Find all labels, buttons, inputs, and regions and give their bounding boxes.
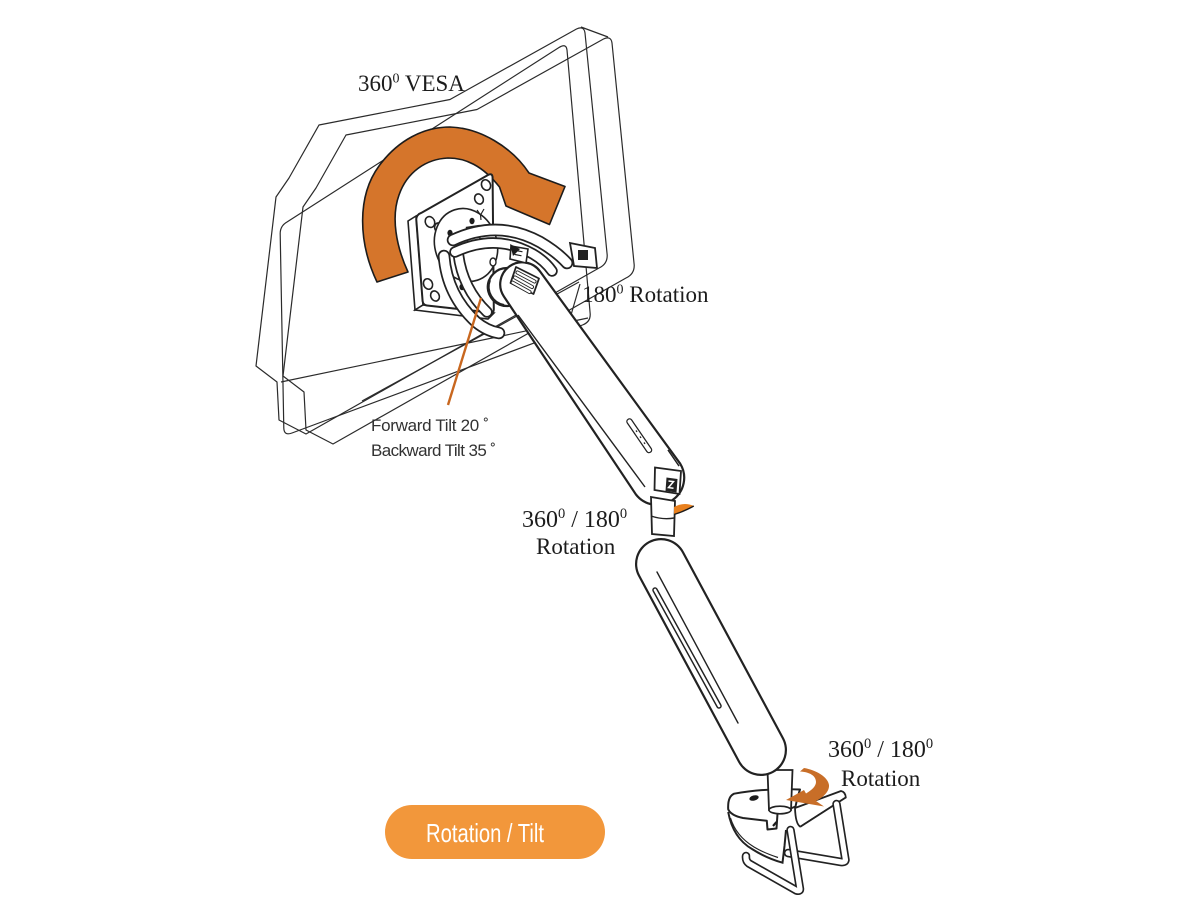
svg-text:3600 / 1800: 3600 / 1800 bbox=[828, 736, 933, 763]
svg-text:Rotation: Rotation bbox=[536, 534, 616, 559]
svg-text:3600 VESA: 3600 VESA bbox=[358, 71, 465, 96]
svg-text:Forward Tilt 20 ˚: Forward Tilt 20 ˚ bbox=[371, 416, 489, 435]
svg-text:Rotation / Tilt: Rotation / Tilt bbox=[426, 818, 545, 848]
svg-text:3600 / 1800: 3600 / 1800 bbox=[522, 506, 627, 533]
svg-text:Rotation: Rotation bbox=[841, 766, 921, 791]
svg-text:Backward Tilt 35 ˚: Backward Tilt 35 ˚ bbox=[371, 441, 496, 460]
svg-text:1800 Rotation: 1800 Rotation bbox=[582, 282, 709, 307]
